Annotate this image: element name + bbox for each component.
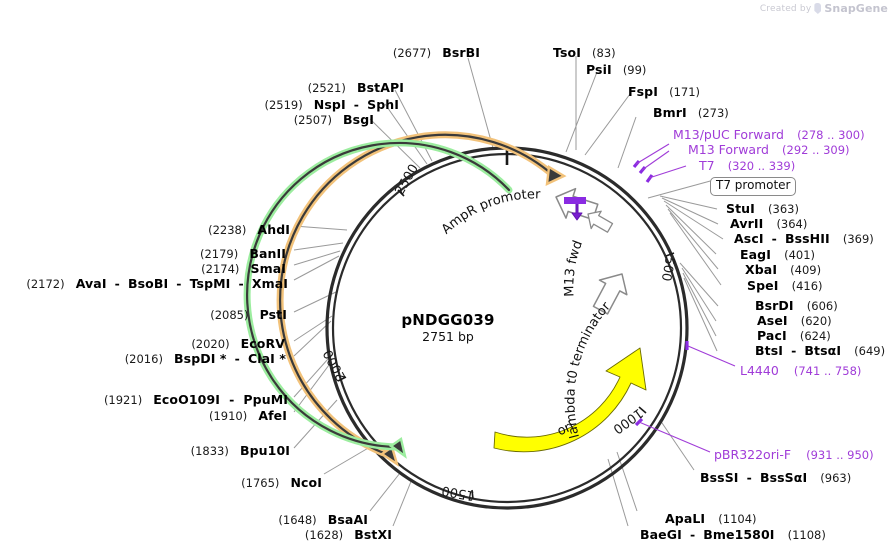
enzyme-label-psii[interactable]: PsiI (99) — [586, 62, 647, 77]
enzyme-label-nspi-sphi[interactable]: (2519) NspI - SphI — [264, 97, 399, 112]
enzyme-label-asci-bsshii[interactable]: AscI - BssHII (369) — [734, 231, 874, 246]
enzyme-label-asei[interactable]: AseI (620) — [757, 313, 832, 328]
feature-leader-m13puc — [635, 143, 670, 165]
enzyme-label-ncoi[interactable]: (1765) NcoI — [241, 475, 322, 490]
feature-label-m13puc-forward[interactable]: M13/pUC Forward (278 .. 300) — [673, 127, 865, 142]
feature-label-ampr-promoter: AmpR promoter — [439, 187, 541, 237]
enzyme-label-bmri[interactable]: BmrI (273) — [653, 105, 729, 120]
feature-leader-pbr — [638, 421, 711, 453]
ruler-tick-2500 — [397, 189, 405, 197]
enzyme-label-ahdi[interactable]: (2238) AhdI — [208, 222, 290, 237]
feature-leader-l4440 — [687, 345, 736, 367]
ruler-tick-1000 — [638, 406, 647, 414]
enzyme-label-tsoi[interactable]: TsoI (83) — [553, 45, 616, 60]
enzyme-label-bstapi[interactable]: (2521) BstAPI — [307, 80, 404, 95]
ruler-label-1500: 1500 — [440, 482, 475, 503]
enzyme-label-btsi-btsai[interactable]: BtsI - BtsαI (649) — [755, 343, 886, 358]
ruler-label-500: 500 — [658, 255, 677, 282]
boxed-feature-t7-promoter[interactable]: T7 promoter — [710, 177, 797, 196]
feature-label-m13-fwd: M13 fwd — [562, 239, 586, 297]
feature-label-t7[interactable]: T7 (320 .. 339) — [699, 158, 796, 173]
enzyme-label-bstxi[interactable]: (1628) BstXI — [304, 527, 392, 542]
watermark-brand: SnapGene — [824, 2, 888, 15]
enzyme-label-ecoo109i-ppumi[interactable]: (1921) EcoO109I - PpuMI — [103, 392, 288, 407]
enzyme-label-ecorv[interactable]: (2020) EcoRV — [191, 336, 285, 351]
watermark-prefix: Created by — [759, 3, 812, 14]
enzyme-label-bspdi-clai[interactable]: (2016) BspDI * - ClaI * — [124, 351, 286, 366]
enzyme-label-psti[interactable]: (2085) PstI — [210, 307, 287, 322]
enzyme-label-spei[interactable]: SpeI (416) — [747, 278, 823, 293]
enzyme-label-smai[interactable]: (2174) SmaI — [201, 261, 286, 276]
enzyme-label-afei[interactable]: (1910) AfeI — [209, 408, 287, 423]
enzyme-label-banii[interactable]: (2179) BanII — [199, 246, 286, 261]
enzyme-label-paci[interactable]: PacI (624) — [757, 328, 831, 343]
ampr-green-arc — [243, 139, 513, 459]
snapgene-logo-icon — [814, 3, 822, 14]
page-title: pNDGG039 — [401, 311, 495, 329]
lambda-t0-terminator-arrow — [592, 273, 628, 315]
enzyme-label-bsrdi[interactable]: BsrDI (606) — [755, 298, 838, 313]
feature-leader-t7 — [648, 165, 687, 179]
ori-arrow — [493, 347, 647, 453]
enzyme-label-bsgi[interactable]: (2507) BsgI — [293, 112, 374, 127]
feature-label-l4440[interactable]: L4440 (741 .. 758) — [740, 363, 862, 378]
feature-label-ori: ori — [555, 419, 576, 439]
snapgene-watermark: Created by SnapGene — [760, 2, 888, 15]
enzyme-label-avrii[interactable]: AvrII (364) — [730, 216, 808, 231]
feature-label-m13-forward[interactable]: M13 Forward (292 .. 309) — [688, 142, 850, 157]
m13-fwd-primer — [564, 197, 586, 221]
enzyme-label-stui[interactable]: StuI (363) — [726, 201, 799, 216]
feature-label-pbr322ori-f[interactable]: pBR322ori-F (931 .. 950) — [714, 447, 874, 462]
ampr-orange-arc — [276, 131, 567, 467]
enzyme-label-bsaai[interactable]: (1648) BsaAI — [278, 512, 368, 527]
enzyme-label-apali[interactable]: ApaLI (1104) — [665, 511, 757, 526]
enzyme-label-bsrbi[interactable]: (2677) BsrBI — [392, 45, 480, 60]
ruler-tick-2000 — [337, 376, 347, 382]
ruler-tick-1500 — [471, 489, 474, 500]
m13-fwd-arrow — [587, 210, 614, 233]
enzyme-label-baegi-bme1580i[interactable]: BaeGI - Bme1580I (1108) — [640, 527, 826, 542]
enzyme-label-avai-bsobi-tspmi-xmai[interactable]: (2172) AvaI - BsoBI - TspMI - XmaI — [26, 276, 288, 291]
t7-promoter-label: T7 promoter — [716, 178, 791, 192]
feature-tick-t7 — [645, 174, 654, 183]
enzyme-label-bpu10i[interactable]: (1833) Bpu10I — [190, 443, 290, 458]
feature-leader-m13fwd — [641, 150, 670, 171]
ruler-tick-500 — [665, 252, 675, 257]
enzyme-label-bsssi-bssai[interactable]: BssSI - BssSαI (963) — [700, 470, 852, 485]
plasmid-size-label: 2751 bp — [422, 329, 474, 344]
enzyme-label-eagi[interactable]: EagI (401) — [740, 247, 816, 262]
enzyme-label-fspi[interactable]: FspI (171) — [628, 84, 701, 99]
enzyme-label-xbai[interactable]: XbaI (409) — [745, 262, 822, 277]
